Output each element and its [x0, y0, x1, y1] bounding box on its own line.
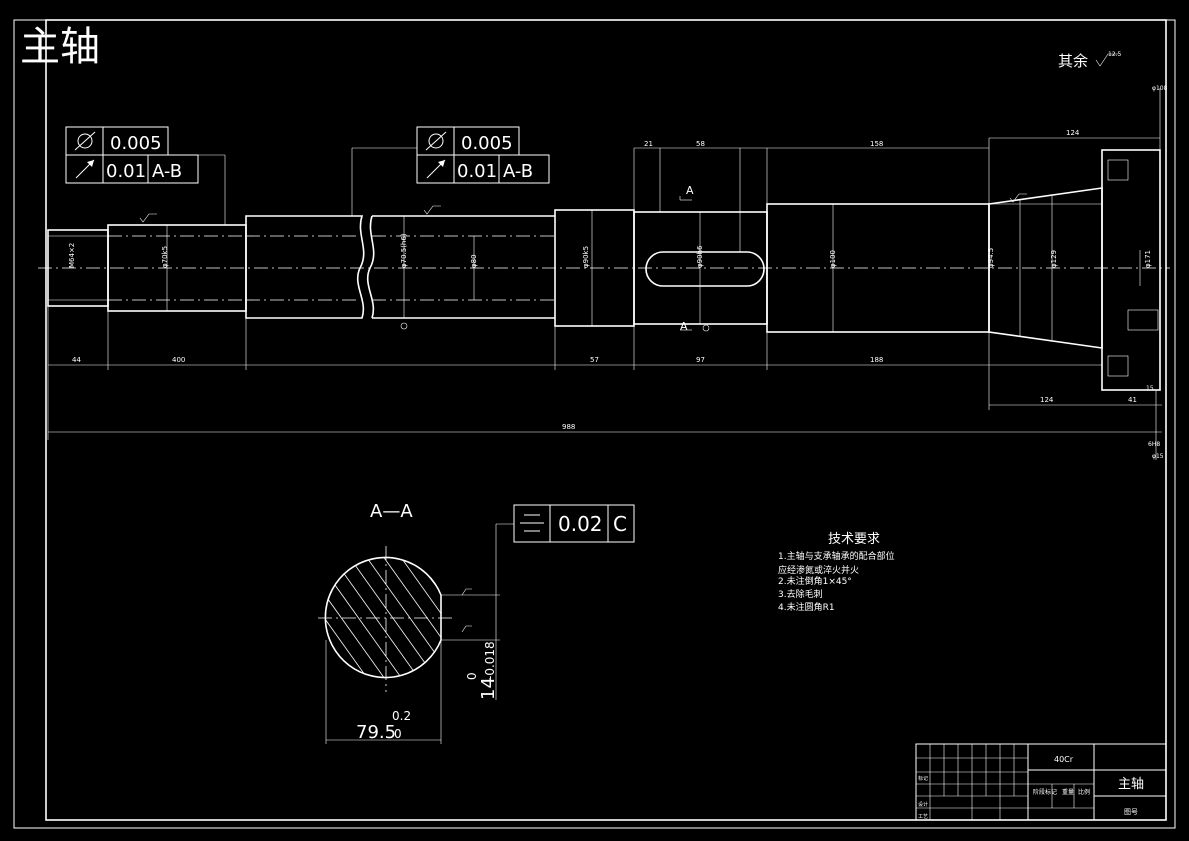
svg-text:-0.018: -0.018 [483, 641, 497, 680]
svg-text:0.01: 0.01 [457, 161, 497, 182]
svg-text:1.主轴与支承轴承的配合部位: 1.主轴与支承轴承的配合部位 [778, 550, 895, 562]
svg-text:φ129: φ129 [1050, 250, 1058, 268]
svg-text:0.005: 0.005 [461, 133, 513, 154]
tolerance-frame-left: 0.005 0.01 A-B [65, 126, 226, 225]
svg-text:φ100: φ100 [829, 250, 837, 268]
svg-text:A: A [680, 320, 688, 333]
svg-text:6H8: 6H8 [1148, 441, 1160, 448]
svg-text:0.005: 0.005 [110, 133, 162, 154]
svg-text:0.01: 0.01 [106, 161, 146, 182]
svg-text:400: 400 [172, 356, 185, 364]
svg-text:0: 0 [465, 672, 479, 680]
shaft-main-view: M64×2 φ70k5 φ70.5(h6) φ80 φ90k5 φ90h6 [38, 149, 1170, 391]
svg-text:41: 41 [1128, 396, 1137, 404]
svg-text:图号: 图号 [1124, 808, 1138, 816]
svg-text:79.5: 79.5 [356, 722, 396, 743]
title-block: 40Cr 主轴 图号 阶段标记 重量 比例 标记 设计 工艺 [915, 743, 1167, 821]
svg-text:44: 44 [72, 356, 81, 364]
cylindricity-icon [425, 131, 447, 151]
section-mark-a: A A [679, 184, 694, 333]
svg-text:φ108: φ108 [1152, 85, 1168, 92]
svg-text:比例: 比例 [1078, 788, 1090, 796]
svg-text:58: 58 [696, 140, 705, 148]
roughness-note: 其余 [1058, 52, 1088, 70]
cylindricity-icon [74, 131, 96, 151]
svg-text:0: 0 [394, 727, 402, 741]
svg-text:工艺: 工艺 [918, 814, 928, 820]
svg-text:188: 188 [870, 356, 883, 364]
svg-text:M64×2: M64×2 [68, 243, 76, 268]
svg-text:φ90k5: φ90k5 [582, 246, 590, 268]
svg-text:φ90h6: φ90h6 [696, 245, 704, 268]
inner-border [45, 19, 1167, 821]
svg-text:φ70k5: φ70k5 [161, 246, 169, 268]
svg-text:988: 988 [562, 423, 575, 431]
svg-text:3.去除毛刺: 3.去除毛刺 [778, 588, 823, 600]
svg-text:应经渗氮或淬火并火: 应经渗氮或淬火并火 [778, 564, 859, 576]
svg-text:124: 124 [1066, 129, 1080, 137]
drawing-title: 主轴 [20, 24, 100, 70]
svg-text:重量: 重量 [1062, 788, 1074, 796]
svg-text:124: 124 [1040, 396, 1054, 404]
svg-text:φ80: φ80 [470, 254, 478, 268]
runout-icon [426, 159, 446, 179]
runout-icon [75, 159, 95, 179]
roughness-symbol-icon: 12.5 [1095, 51, 1122, 67]
svg-text:A-B: A-B [503, 161, 533, 182]
svg-text:12.5: 12.5 [1108, 51, 1122, 58]
svg-text:φ94.5: φ94.5 [987, 248, 995, 268]
svg-text:0.2: 0.2 [392, 709, 411, 723]
svg-text:57: 57 [590, 356, 599, 364]
outer-border [13, 19, 1176, 829]
svg-text:A-B: A-B [152, 161, 182, 182]
svg-text:15: 15 [1146, 385, 1154, 392]
part-name: 主轴 [1118, 777, 1144, 792]
svg-text:21: 21 [644, 140, 653, 148]
svg-text:阶段标记: 阶段标记 [1033, 788, 1057, 796]
section-label: A—A [370, 501, 413, 522]
svg-text:设计: 设计 [918, 801, 928, 808]
svg-text:C: C [613, 512, 627, 536]
notes-heading: 技术要求 [828, 532, 880, 547]
svg-text:A: A [686, 184, 694, 197]
svg-text:标记: 标记 [918, 775, 928, 782]
svg-text:φ171: φ171 [1144, 250, 1152, 268]
dimensions: 44 400 57 97 188 124 41 988 21 58 158 12… [47, 85, 1168, 460]
svg-text:158: 158 [870, 140, 883, 148]
tolerance-frame-right: 0.005 0.01 A-B [351, 126, 550, 216]
svg-text:4.未注圆角R1: 4.未注圆角R1 [778, 601, 835, 613]
material: 40Cr [1054, 755, 1074, 764]
roughness-markers [139, 193, 1027, 223]
technical-notes: 技术要求 1.主轴与支承轴承的配合部位 应经渗氮或淬火并火 2.未注倒角1×45… [778, 532, 895, 613]
symmetry-icon [520, 514, 544, 532]
section-view-a-a: A—A 0.02 [318, 501, 635, 744]
svg-text:2.未注倒角1×45°: 2.未注倒角1×45° [778, 575, 852, 587]
svg-text:14: 14 [478, 677, 499, 700]
svg-text:φ70.5(h6): φ70.5(h6) [400, 233, 408, 268]
svg-text:97: 97 [696, 356, 705, 364]
svg-text:0.02: 0.02 [558, 512, 603, 536]
svg-text:φ15: φ15 [1152, 453, 1164, 460]
